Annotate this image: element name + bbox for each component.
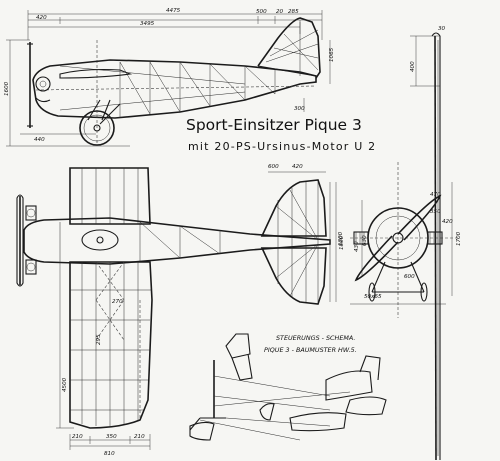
dim-wing-tip: 350 [106, 434, 117, 440]
dim-front-a: 600 [404, 274, 415, 280]
dim-wing-half-span: 4500 [62, 377, 68, 392]
dim-overall-length: 4475 [166, 8, 181, 14]
dim-wing-total: 810 [104, 451, 115, 457]
dim-wing-root: 210 [72, 434, 83, 440]
dim-top-a: 30 [438, 26, 446, 32]
control-schema-label: STEUERUNGS - SCHEMA. [276, 334, 356, 342]
dim-front-b: 430 [354, 241, 360, 252]
dim-nose-to-wing: 420 [36, 15, 47, 21]
dim-rudder-lower: 300 [294, 106, 305, 112]
dim-stab-b: 420 [292, 164, 303, 170]
drawing-subtitle: mit 20-PS-Ursinus-Motor U 2 [188, 140, 377, 153]
front-wing-span: 30 400 [410, 26, 446, 461]
dim-front-i: 1700 [456, 231, 462, 246]
dim-stab-a: 600 [268, 164, 279, 170]
control-schema-sketch [189, 333, 387, 441]
dim-front-c: 630 [362, 235, 368, 246]
front-view: 430 630 470 350 420 1200 600 50x65 1700 [338, 162, 462, 318]
dim-front-g: 50x65 [364, 294, 382, 300]
dim-top-b: 400 [410, 61, 416, 72]
dim-stab-span: 1800 [339, 235, 345, 250]
dim-wing-to-tail: 3495 [140, 21, 155, 27]
dim-fin-b: 20 [276, 9, 284, 15]
side-view: 4475 420 3495 500 20 285 1065 1600 440 3… [4, 8, 335, 147]
drawing-title: Sport-Einsitzer Pique 3 [186, 116, 362, 134]
top-view: 600 420 1800 270 295 4500 210 350 210 81… [16, 164, 345, 457]
dim-wheel-bottom: 440 [34, 137, 45, 143]
dim-fin-height: 1065 [329, 47, 335, 62]
dim-fin-a: 500 [256, 9, 267, 15]
model-label: PIQUE 3 - BAUMUSTER HW.5. [264, 346, 357, 354]
dim-wing-mid: 210 [134, 434, 145, 440]
dim-fin-c: 285 [288, 9, 299, 15]
dim-wing-chord-b: 295 [96, 334, 102, 345]
dim-front-f: 420 [442, 219, 453, 225]
dim-height-total: 1600 [4, 81, 10, 96]
dim-front-dia: 1200 [338, 231, 344, 246]
dim-wing-chord-a: 270 [112, 299, 123, 305]
